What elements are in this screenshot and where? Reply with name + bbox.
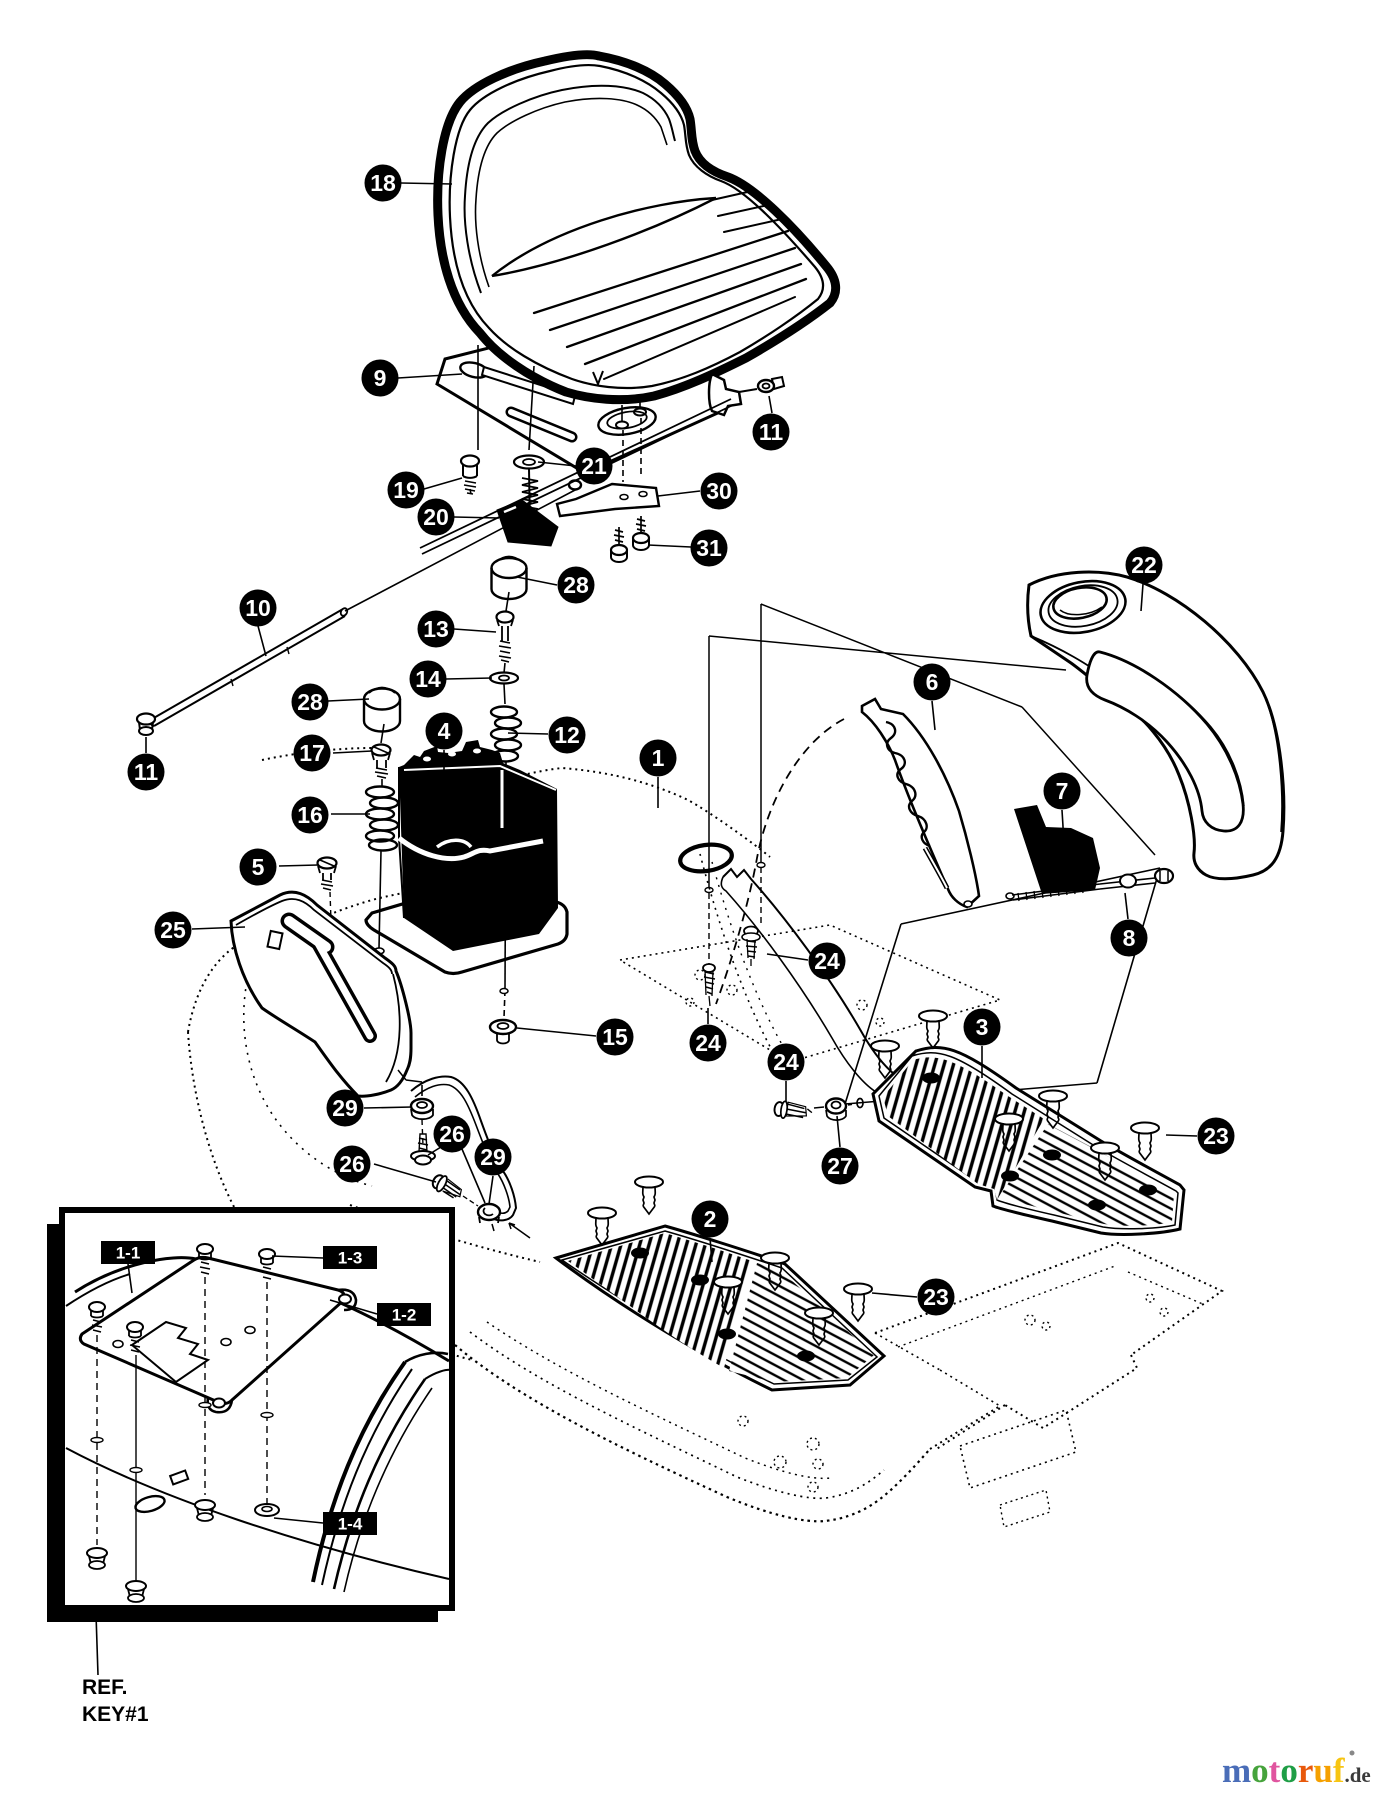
svg-text:16: 16 (297, 802, 323, 828)
svg-text:24: 24 (814, 948, 840, 974)
svg-text:7: 7 (1056, 778, 1069, 804)
svg-text:26: 26 (339, 1151, 365, 1177)
svg-text:23: 23 (1203, 1123, 1229, 1149)
svg-text:3: 3 (976, 1014, 989, 1040)
svg-text:4: 4 (438, 718, 451, 744)
svg-text:1-2: 1-2 (392, 1306, 417, 1325)
svg-text:19: 19 (393, 477, 419, 503)
svg-text:12: 12 (554, 722, 580, 748)
svg-text:30: 30 (706, 478, 732, 504)
svg-text:1-4: 1-4 (338, 1515, 363, 1534)
svg-text:29: 29 (332, 1095, 358, 1121)
svg-text:8: 8 (1123, 925, 1136, 951)
svg-text:26: 26 (439, 1121, 465, 1147)
svg-text:1-1: 1-1 (116, 1244, 141, 1263)
svg-text:25: 25 (160, 917, 186, 943)
svg-text:1-3: 1-3 (338, 1249, 363, 1268)
svg-text:22: 22 (1131, 552, 1157, 578)
svg-text:9: 9 (374, 365, 387, 391)
svg-text:23: 23 (923, 1284, 949, 1310)
svg-text:27: 27 (827, 1153, 853, 1179)
svg-text:24: 24 (773, 1049, 799, 1075)
svg-text:11: 11 (134, 759, 159, 785)
svg-text:REF.: REF. (82, 1676, 128, 1699)
svg-text:5: 5 (252, 854, 265, 880)
svg-text:28: 28 (297, 689, 323, 715)
svg-text:1: 1 (652, 745, 665, 771)
svg-text:14: 14 (415, 666, 441, 692)
svg-text:18: 18 (370, 170, 396, 196)
svg-text:15: 15 (602, 1024, 628, 1050)
svg-text:2: 2 (704, 1206, 717, 1232)
svg-text:13: 13 (423, 616, 449, 642)
svg-text:24: 24 (695, 1030, 721, 1056)
svg-text:motoruf.de: motoruf.de (1222, 1751, 1371, 1790)
svg-text:21: 21 (581, 453, 607, 479)
svg-text:28: 28 (563, 572, 589, 598)
svg-text:KEY#1: KEY#1 (82, 1703, 149, 1726)
svg-text:11: 11 (759, 419, 784, 445)
svg-text:20: 20 (423, 504, 449, 530)
svg-text:29: 29 (480, 1144, 506, 1170)
svg-text:31: 31 (696, 535, 722, 561)
svg-text:10: 10 (245, 595, 271, 621)
svg-text:17: 17 (299, 740, 325, 766)
svg-text:6: 6 (926, 669, 939, 695)
